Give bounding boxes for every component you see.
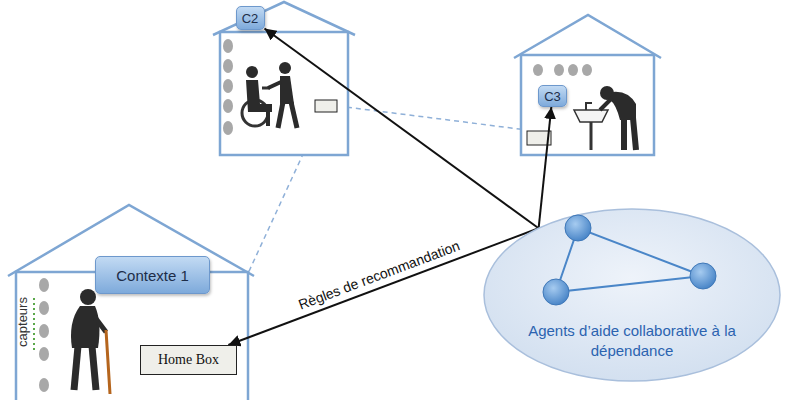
house-roof bbox=[514, 15, 661, 58]
sensor-line bbox=[33, 298, 35, 350]
agents-ellipse: Agents d’aide collaborative à la dépenda… bbox=[482, 207, 782, 383]
elderly-person bbox=[71, 289, 110, 394]
person-body bbox=[610, 92, 636, 120]
node-text: Contexte 1 bbox=[116, 267, 189, 284]
person-head bbox=[80, 289, 96, 305]
sensor-dot bbox=[39, 301, 49, 315]
connector-arrow bbox=[539, 107, 552, 228]
house-roof bbox=[213, 2, 355, 35]
home-box-icon bbox=[315, 100, 337, 112]
person-arm bbox=[94, 316, 106, 332]
house bbox=[8, 205, 254, 400]
person-arm bbox=[600, 98, 612, 110]
sensor-dots bbox=[533, 64, 592, 76]
context-box: C2 bbox=[236, 6, 265, 30]
sensor-label: capteurs bbox=[15, 297, 30, 347]
sensor-dot bbox=[533, 64, 543, 76]
house-body bbox=[220, 32, 348, 155]
agent-circle bbox=[565, 215, 591, 241]
edge-label: Règles de recommandation bbox=[293, 237, 465, 314]
sensor-dot bbox=[39, 378, 49, 392]
person-leg bbox=[633, 118, 636, 150]
sensor-dot bbox=[568, 64, 578, 76]
faucet bbox=[586, 103, 592, 110]
house-body bbox=[521, 55, 654, 155]
helper-head bbox=[279, 62, 291, 74]
person-body bbox=[71, 306, 99, 348]
sensor-dot bbox=[223, 39, 233, 53]
helper-leg bbox=[278, 102, 283, 128]
sensor-dot bbox=[554, 64, 564, 76]
person-leg bbox=[74, 346, 78, 390]
sink-pedestal bbox=[590, 122, 593, 150]
agents-ellipse-shape bbox=[484, 209, 780, 381]
dashed-link bbox=[338, 106, 535, 131]
sensor-dot bbox=[223, 59, 233, 73]
sensor-dot bbox=[223, 79, 233, 93]
sensor-dot bbox=[223, 121, 233, 135]
agent-circle bbox=[543, 279, 569, 305]
sensor-dot bbox=[582, 64, 592, 76]
sensor-dot bbox=[39, 324, 49, 338]
helper-body bbox=[280, 76, 294, 104]
person-leg bbox=[92, 346, 96, 390]
house bbox=[514, 15, 661, 155]
sensor-dots bbox=[223, 39, 233, 135]
agent-circle bbox=[690, 263, 716, 289]
sensor-dots bbox=[39, 278, 49, 392]
node-text: C3 bbox=[544, 89, 561, 104]
person-head bbox=[246, 66, 258, 78]
node-text: Home Box bbox=[158, 352, 219, 368]
person-leg bbox=[266, 110, 270, 126]
cane bbox=[106, 330, 110, 394]
node-text: Agents d’aide collaborative à la dépenda… bbox=[512, 321, 752, 360]
context-box: C3 bbox=[538, 85, 567, 107]
helper-leg bbox=[291, 102, 297, 128]
sink bbox=[574, 110, 608, 122]
sensor-dot bbox=[39, 347, 49, 361]
context-box: Contexte 1 bbox=[95, 256, 210, 294]
connector-arrow bbox=[265, 29, 539, 229]
home-box: Home Box bbox=[140, 345, 237, 375]
wheelchair-scene bbox=[242, 62, 297, 128]
person-leg bbox=[621, 118, 627, 150]
helper-arm bbox=[268, 82, 281, 88]
sensor-dot bbox=[223, 99, 233, 113]
sensor-dot bbox=[39, 278, 49, 292]
seated-person bbox=[246, 80, 272, 112]
node-text: C2 bbox=[242, 11, 259, 26]
washing-scene bbox=[574, 86, 636, 150]
